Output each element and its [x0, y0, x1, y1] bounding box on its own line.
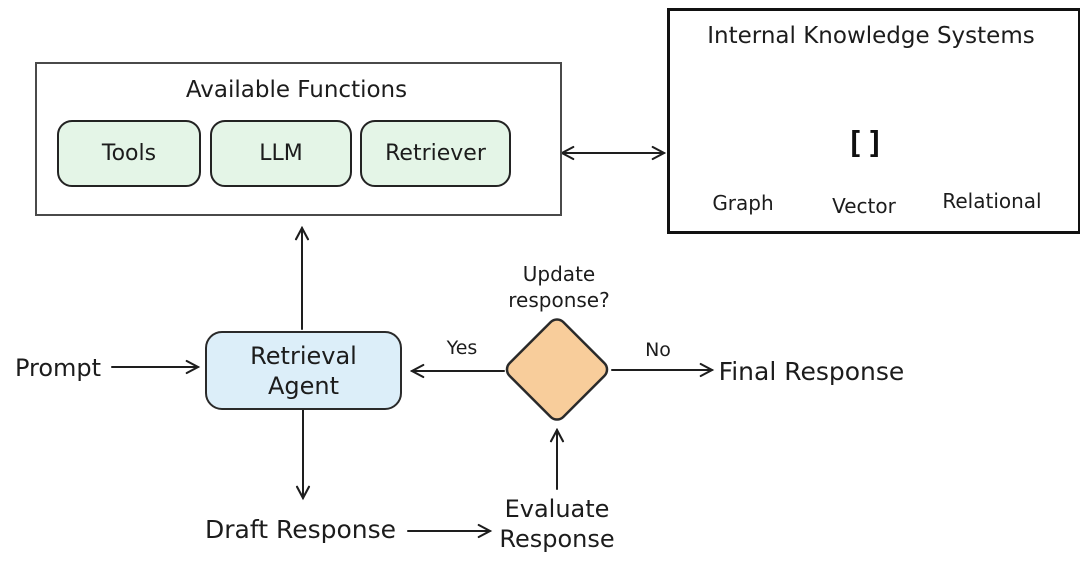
vector-db-label: Vector: [832, 194, 896, 218]
evaluate-response-label: Evaluate Response: [499, 495, 615, 553]
retrieval-agent-node: Retrieval Agent: [205, 331, 402, 410]
internal-knowledge-systems-title: Internal Knowledge Systems: [707, 23, 1035, 49]
function-node-llm-label: LLM: [259, 141, 303, 166]
internal-knowledge-systems-box: [667, 8, 1080, 234]
array-brackets-icon: []: [846, 126, 887, 161]
prompt-label: Prompt: [14, 354, 102, 382]
retrieval-agent-label: Retrieval Agent: [250, 341, 357, 400]
function-node-llm: LLM: [210, 120, 352, 187]
decision-question-label: Update response?: [508, 262, 610, 312]
function-node-tools-label: Tools: [101, 141, 157, 166]
yes-branch-label: Yes: [446, 337, 478, 359]
no-branch-label: No: [645, 339, 671, 361]
function-node-tools: Tools: [57, 120, 201, 187]
function-node-retriever-label: Retriever: [385, 141, 486, 166]
available-functions-title: Available Functions: [185, 77, 408, 103]
final-response-label: Final Response: [718, 357, 905, 386]
function-node-retriever: Retriever: [360, 120, 511, 187]
draft-response-label: Draft Response: [204, 515, 397, 544]
graph-db-label: Graph: [712, 191, 774, 215]
relational-db-label: Relational: [942, 189, 1042, 213]
decision-diamond: [505, 318, 609, 421]
